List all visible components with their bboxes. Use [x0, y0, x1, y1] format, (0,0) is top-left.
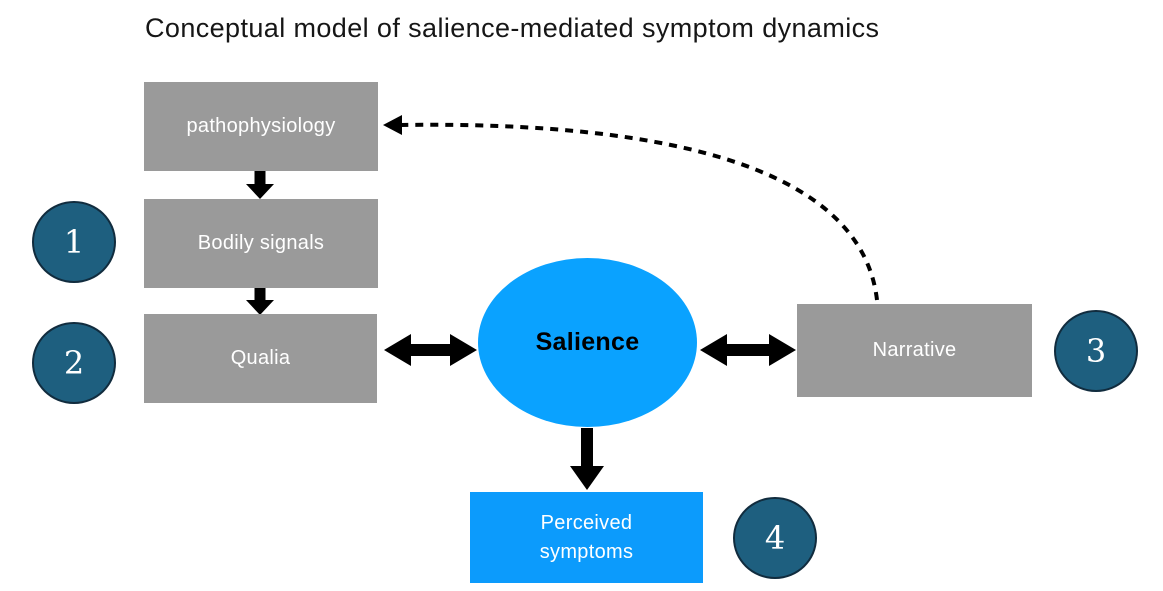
node-pathophysiology: pathophysiology: [144, 82, 378, 171]
node-qualia-label: Qualia: [230, 347, 291, 369]
dashed-arrowhead-icon: [383, 115, 402, 135]
number-marker-1: 1: [32, 201, 116, 283]
number-marker-3-label: 3: [1085, 332, 1107, 370]
node-bodily-signals: Bodily signals: [144, 199, 378, 288]
number-marker-1-label: 1: [63, 223, 85, 261]
arrow-salience-to-perceived-symptoms: [570, 428, 604, 490]
number-marker-3: 3: [1054, 310, 1138, 392]
double-arrow-qualia-salience: [384, 334, 477, 366]
double-arrow-salience-narrative: [700, 334, 796, 366]
diagram-title: Conceptual model of salience-mediated sy…: [145, 13, 880, 43]
node-pathophysiology-label: pathophysiology: [186, 115, 336, 137]
node-salience-label: Salience: [535, 328, 640, 356]
node-qualia: Qualia: [144, 314, 377, 403]
node-perceived-symptoms: Perceived symptoms: [470, 492, 703, 583]
number-marker-2-label: 2: [63, 344, 85, 382]
node-narrative-label: Narrative: [872, 339, 957, 361]
arrow-bodily-signals-to-qualia: [246, 288, 274, 315]
node-bodily-signals-label: Bodily signals: [197, 232, 325, 254]
number-marker-4: 4: [733, 497, 817, 579]
number-marker-4-label: 4: [764, 519, 786, 557]
node-narrative: Narrative: [797, 304, 1032, 397]
node-salience: Salience: [478, 258, 697, 427]
node-perceived-symptoms-label: Perceived symptoms: [539, 511, 634, 563]
arrow-pathophysiology-to-bodily-signals: [246, 171, 274, 199]
number-marker-2: 2: [32, 322, 116, 404]
